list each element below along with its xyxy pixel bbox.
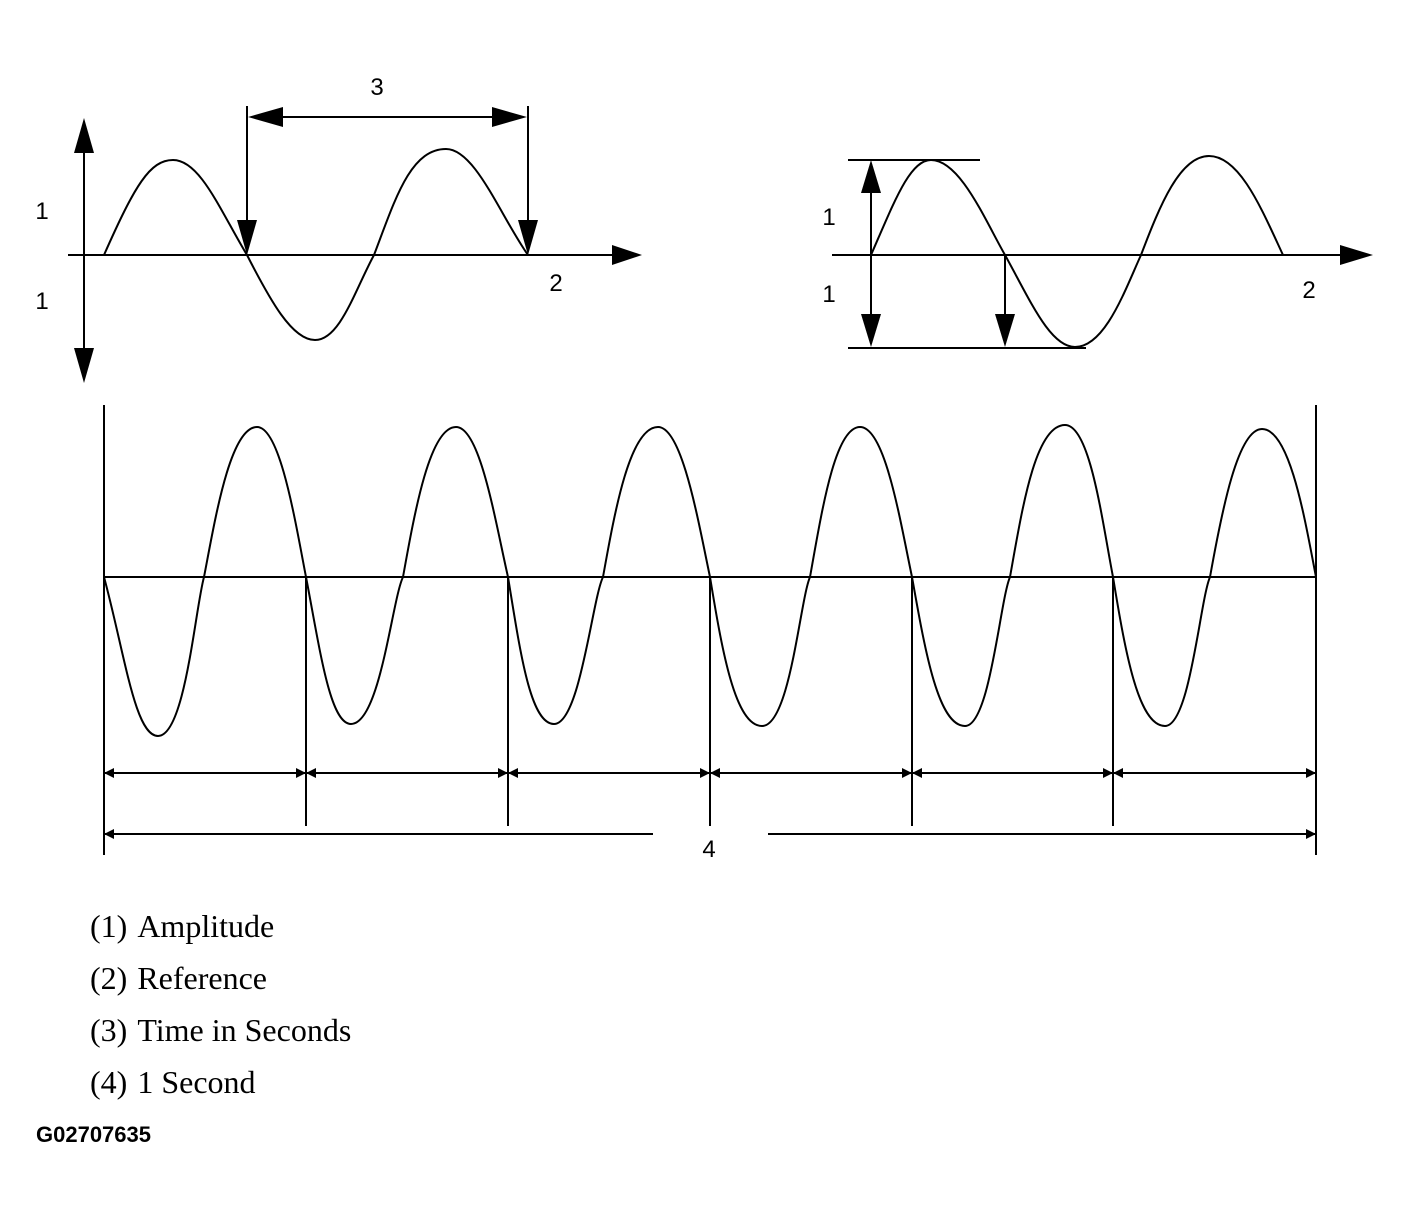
legend-item-amplitude: (1)Amplitude	[90, 904, 351, 956]
reference-arrowhead-right	[1340, 245, 1373, 265]
legend-text: Amplitude	[137, 908, 275, 944]
legend: (1)Amplitude (2)Reference (3)Time in Sec…	[90, 904, 351, 1112]
figure-id: G02707635	[36, 1122, 151, 1147]
legend-number: (2)	[90, 960, 128, 996]
period-diagram	[68, 106, 642, 383]
period-marker-start-arrowhead	[237, 220, 257, 255]
callout-amplitude-upper-right: 1	[822, 204, 835, 231]
legend-item-one-second: (4)1 Second	[90, 1060, 351, 1112]
callout-amplitude-upper-left: 1	[35, 198, 48, 225]
legend-number: (4)	[90, 1064, 128, 1100]
amplitude-arrowhead-up-left	[74, 118, 94, 153]
callout-reference-left: 2	[549, 270, 562, 297]
callout-time-in-seconds: 3	[370, 74, 383, 101]
legend-text: Reference	[137, 960, 267, 996]
period-span-arrowhead-right	[492, 107, 527, 127]
frequency-diagram	[103, 405, 1317, 855]
trough-indicator-arrowhead	[995, 314, 1015, 347]
callout-one-second: 4	[702, 836, 715, 863]
period-marker-end-arrowhead	[518, 220, 538, 255]
sine-wave-right	[870, 154, 1284, 349]
reference-arrowhead-left	[612, 245, 642, 265]
amplitude-diagram	[832, 154, 1373, 349]
callout-amplitude-lower-left: 1	[35, 288, 48, 315]
amplitude-indicator-arrowhead-up	[861, 160, 881, 193]
sine-wave-left	[103, 147, 529, 342]
legend-number: (1)	[90, 908, 128, 944]
legend-item-reference: (2)Reference	[90, 956, 351, 1008]
legend-item-time-in-seconds: (3)Time in Seconds	[90, 1008, 351, 1060]
legend-text: Time in Seconds	[137, 1012, 352, 1048]
callout-reference-right: 2	[1302, 277, 1315, 304]
legend-text: 1 Second	[137, 1064, 256, 1100]
amplitude-arrowhead-down-left	[74, 348, 94, 383]
legend-number: (3)	[90, 1012, 128, 1048]
amplitude-indicator-arrowhead-down	[861, 314, 881, 347]
callout-amplitude-lower-right: 1	[822, 281, 835, 308]
period-span-arrowhead-left	[248, 107, 283, 127]
